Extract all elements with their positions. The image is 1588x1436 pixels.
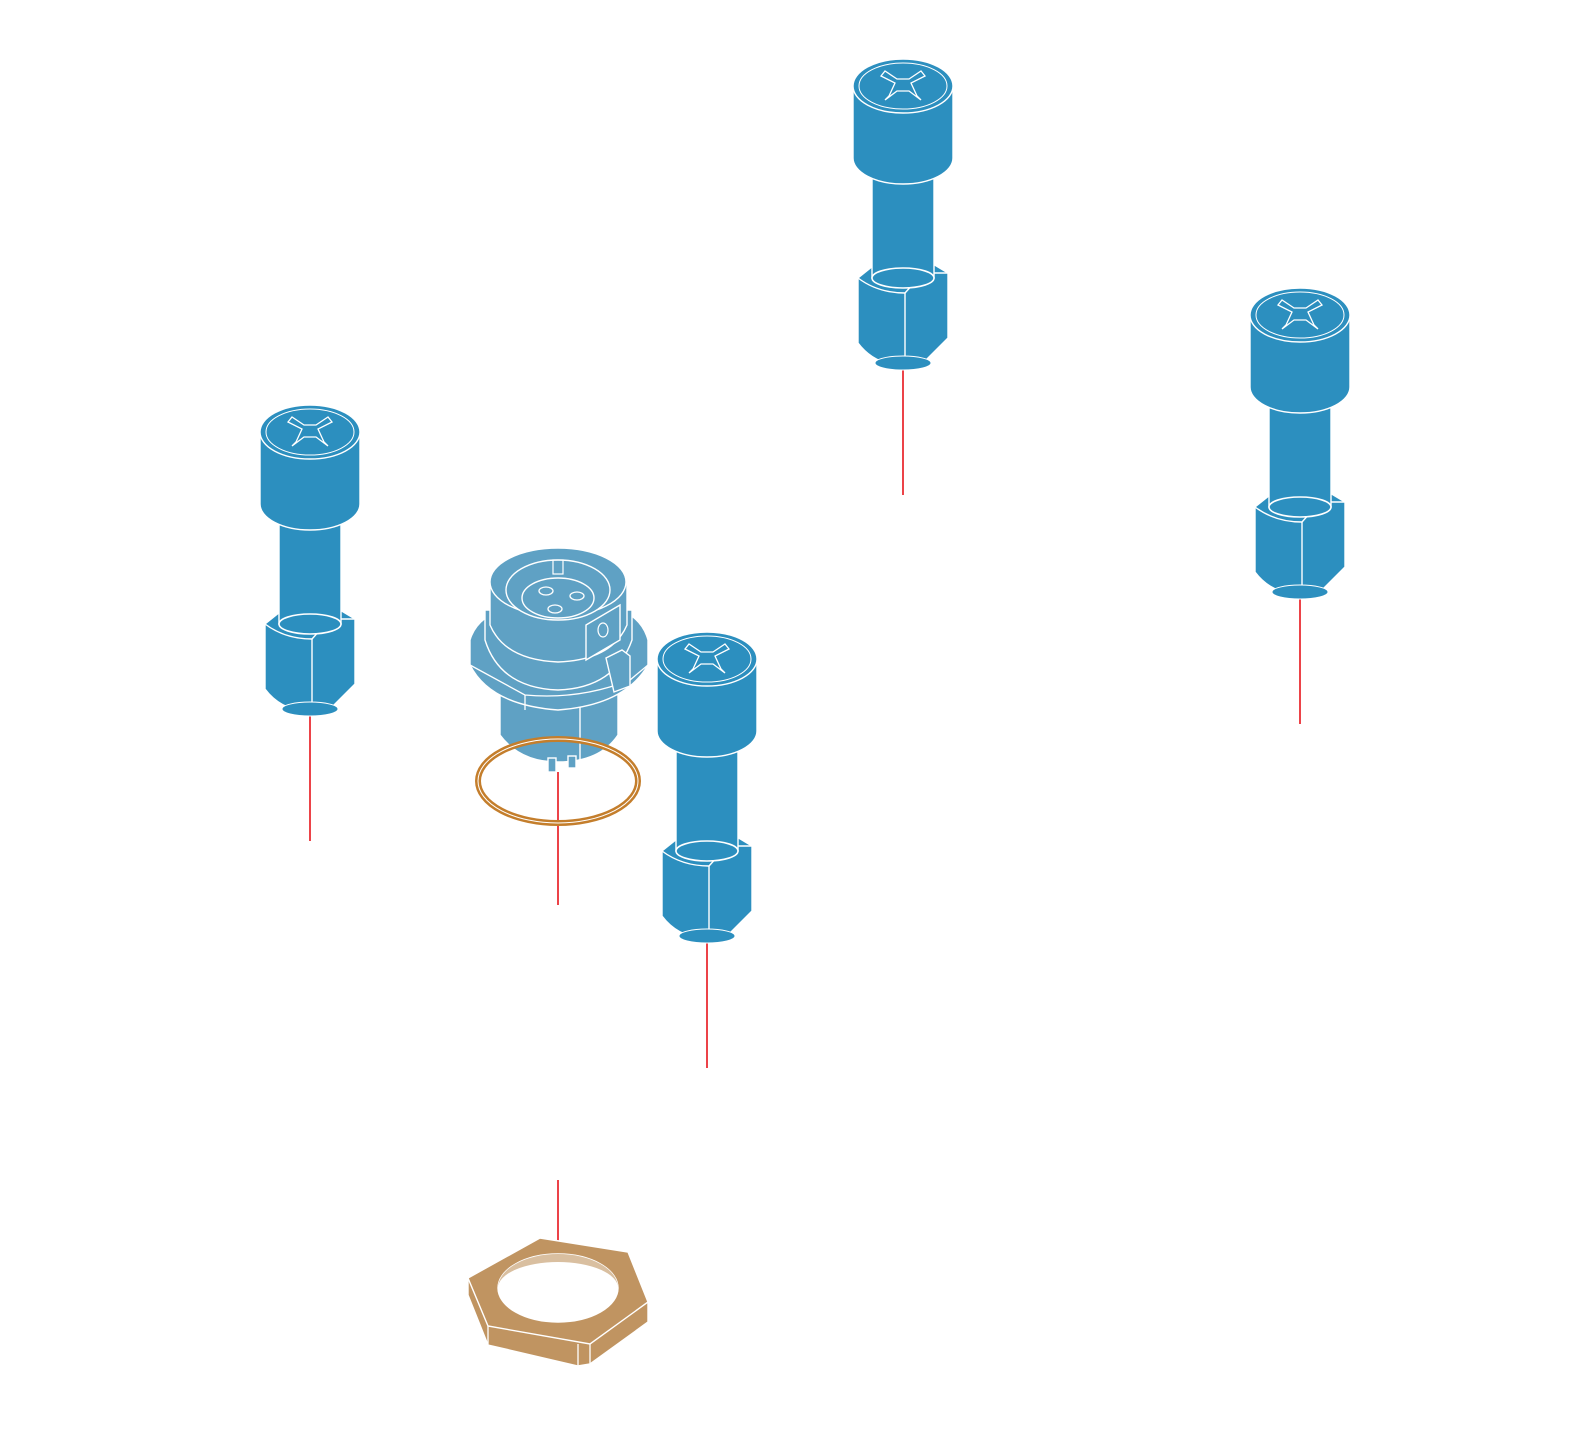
screw-head-rim [1255,291,1345,339]
latch-block [585,603,621,662]
assembly-axis-lines [309,365,1301,1305]
screw-head-top [656,631,758,687]
screw-shank [1268,396,1332,508]
shank-end [278,613,342,635]
screw-head-top [852,58,954,114]
collar-bottom [874,355,932,371]
screw [656,631,758,944]
phillips-cross-icon [879,70,927,101]
contact-hole [547,604,563,614]
contact-hole [538,586,554,596]
parts [259,58,1351,1367]
key-notch [552,559,564,575]
phillips-cross-icon [683,643,731,674]
phillips-cross-icon [286,416,334,447]
collar-bottom [678,928,736,944]
screw-head-rim [858,62,948,110]
hex-nut [467,1237,649,1367]
screw-head-rim [662,635,752,683]
screw [852,58,954,371]
screw-head-top [1249,287,1351,343]
screw-head [1249,314,1351,414]
shank-end [1268,496,1332,518]
socket-insert [521,577,595,619]
nut-thread-shadow [498,1254,618,1288]
shank-end [871,267,935,289]
screw-shank [278,513,342,625]
nut-edge [487,1326,591,1366]
collar-bottom [281,701,339,717]
screw-head-rim [265,408,355,456]
contact-hole [569,591,585,601]
latch-hole [597,622,609,638]
screw-head-top [259,404,361,460]
screw-head [852,85,954,185]
screw-head [259,431,361,531]
o-ring-highlight [477,738,639,824]
screw-shank [675,740,739,852]
phillips-cross-icon [1276,299,1324,330]
connector-pin [547,757,557,773]
connector-pin [567,755,577,769]
locking-tab [605,649,631,693]
screw [259,404,361,717]
collar-bottom [1271,584,1329,600]
screw-head [656,658,758,758]
screw [1249,287,1351,600]
shank-end [675,840,739,862]
